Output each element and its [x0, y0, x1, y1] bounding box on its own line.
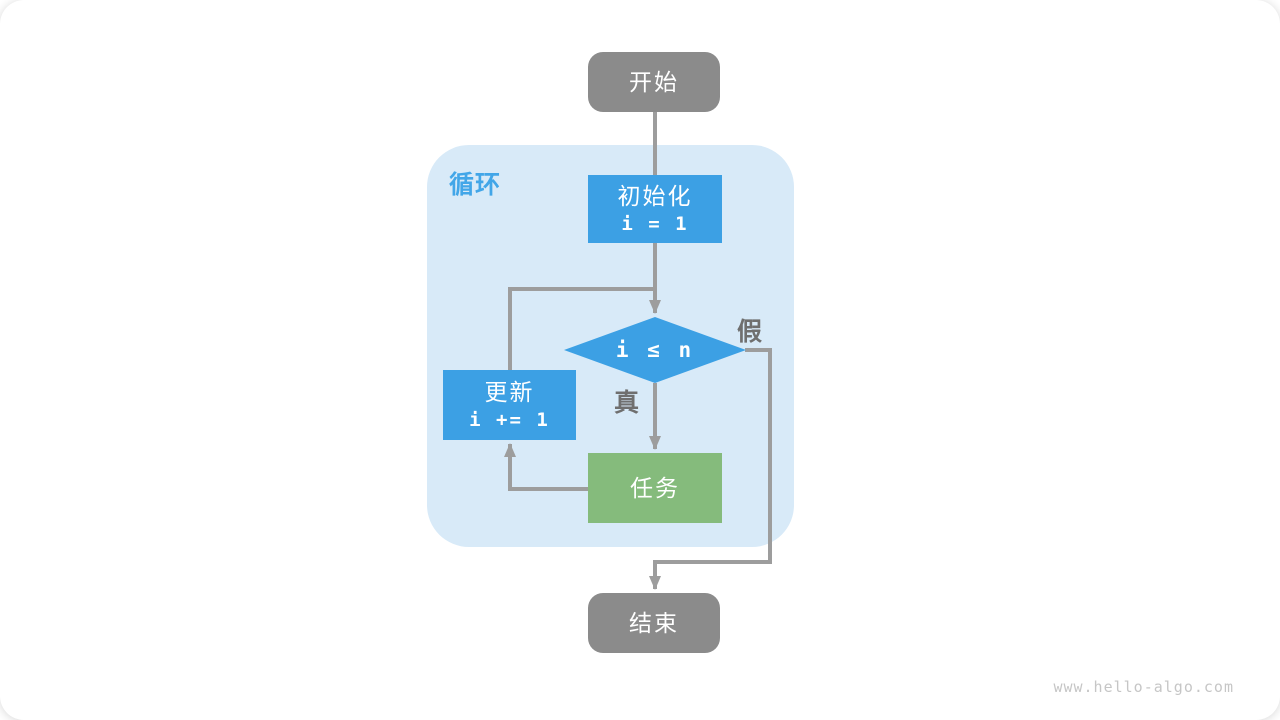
start-node-label: 开始 [629, 68, 679, 95]
task-node-label: 任务 [630, 474, 680, 501]
update-node: 更新 i += 1 [443, 370, 576, 440]
update-node-label: 更新 [484, 378, 535, 405]
task-node: 任务 [588, 453, 722, 523]
start-node: 开始 [588, 52, 720, 112]
end-node-label: 结束 [629, 609, 679, 636]
branch-label-true: 真 [614, 389, 640, 417]
branch-label-false: 假 [737, 318, 763, 346]
condition-node-code: i ≤ n [615, 338, 695, 362]
loop-container-label: 循环 [449, 171, 502, 199]
update-node-code: i += 1 [469, 408, 550, 431]
init-node-label: 初始化 [617, 182, 693, 209]
watermark-url: www.hello-algo.com [1053, 678, 1234, 696]
init-node-code: i = 1 [621, 212, 689, 235]
end-node: 结束 [588, 593, 720, 653]
init-node: 初始化 i = 1 [588, 175, 722, 243]
